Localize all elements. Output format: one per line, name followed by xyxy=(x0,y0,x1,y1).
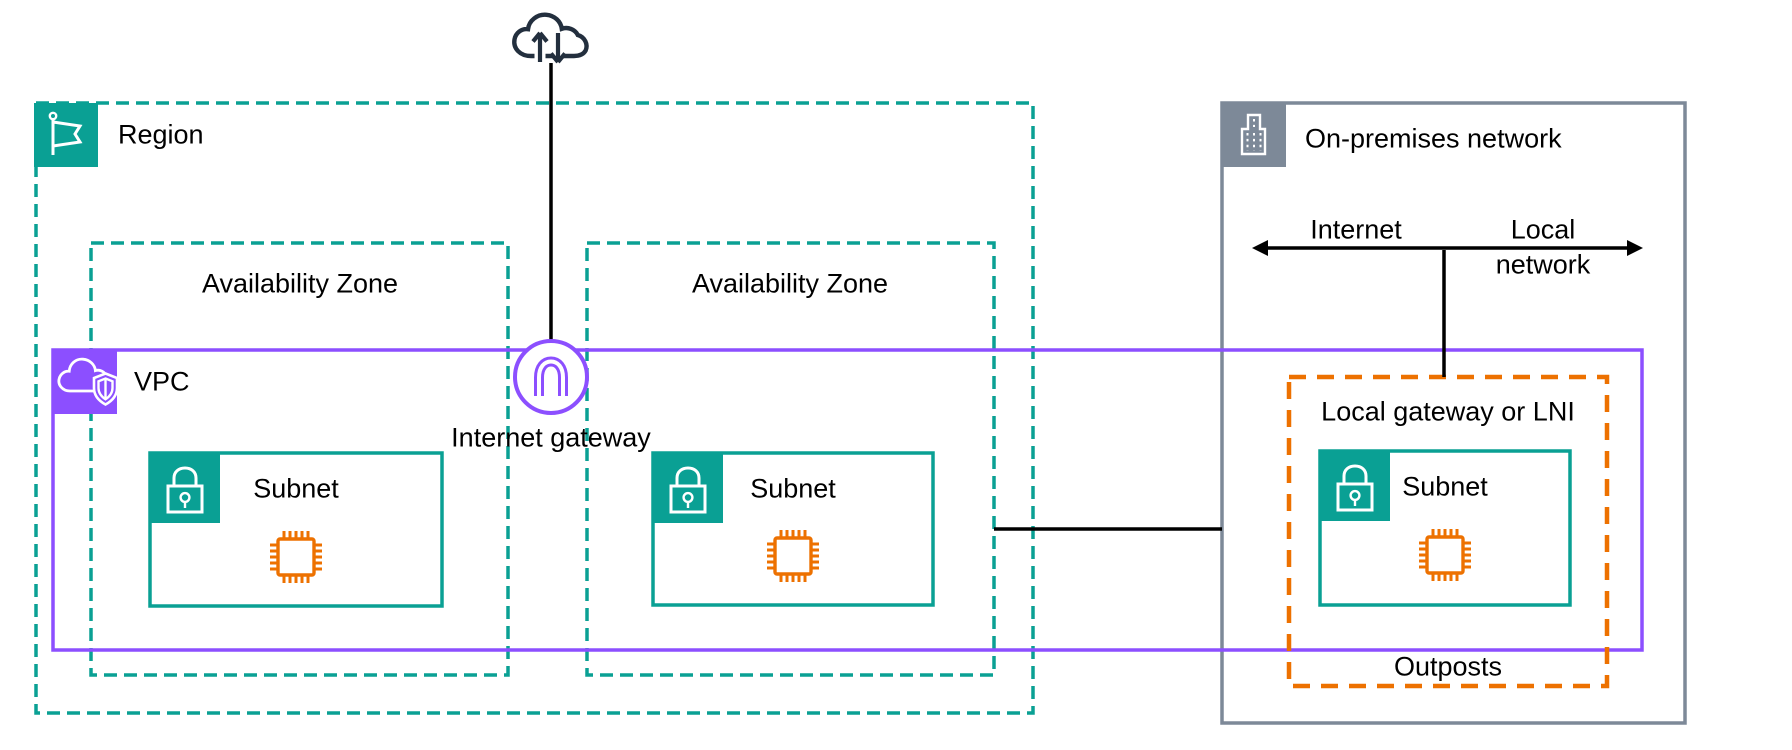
arrow-left-head xyxy=(1252,240,1268,256)
outposts-label: Outposts xyxy=(1393,651,1503,682)
internet-gateway-icon xyxy=(513,339,589,415)
subnet-2-label: Subnet xyxy=(750,473,836,504)
ec2-chip-icon xyxy=(270,531,322,583)
local-network-label-line1: Local xyxy=(1510,214,1576,245)
subnet-2 xyxy=(651,451,935,607)
arrow-right-head xyxy=(1627,240,1643,256)
subnet-3 xyxy=(1318,449,1572,607)
ec2-chip-icon xyxy=(767,530,819,582)
internet-arrow-label: Internet xyxy=(1310,214,1402,245)
availability-zone-1-box xyxy=(89,241,510,677)
subnet-3-label: Subnet xyxy=(1402,471,1488,502)
ec2-chip-icon xyxy=(1419,529,1471,581)
region-box xyxy=(34,101,1035,715)
region-flag-icon xyxy=(34,103,98,167)
availability-zone-2-label: Availability Zone xyxy=(691,268,889,299)
vpc-label: VPC xyxy=(134,366,190,397)
internet-local-arrow xyxy=(1252,240,1643,256)
subnet-lock-icon xyxy=(653,453,723,523)
subnet-lock-icon xyxy=(1320,451,1390,521)
onprem-building-icon xyxy=(1222,103,1286,167)
vpc-cloud-shield-icon xyxy=(53,350,119,414)
availability-zone-1-label: Availability Zone xyxy=(201,268,399,299)
onprem-network-label: On-premises network xyxy=(1305,123,1562,154)
availability-zone-2-box xyxy=(585,241,996,677)
vpc-box xyxy=(51,348,1644,652)
local-network-label-line2: network xyxy=(1495,249,1591,280)
outposts-box xyxy=(1286,374,1610,689)
download-arrow xyxy=(549,33,567,64)
upload-arrow xyxy=(531,31,549,62)
onprem-network-box xyxy=(1220,101,1687,725)
internet-cloud-icon xyxy=(512,12,589,64)
subnet-1 xyxy=(148,451,444,608)
subnet-1-label: Subnet xyxy=(253,473,339,504)
local-gateway-label: Local gateway or LNI xyxy=(1321,396,1575,427)
subnet-lock-icon xyxy=(150,453,220,523)
internet-gateway-label: Internet gateway xyxy=(451,422,651,453)
region-label: Region xyxy=(118,119,204,150)
